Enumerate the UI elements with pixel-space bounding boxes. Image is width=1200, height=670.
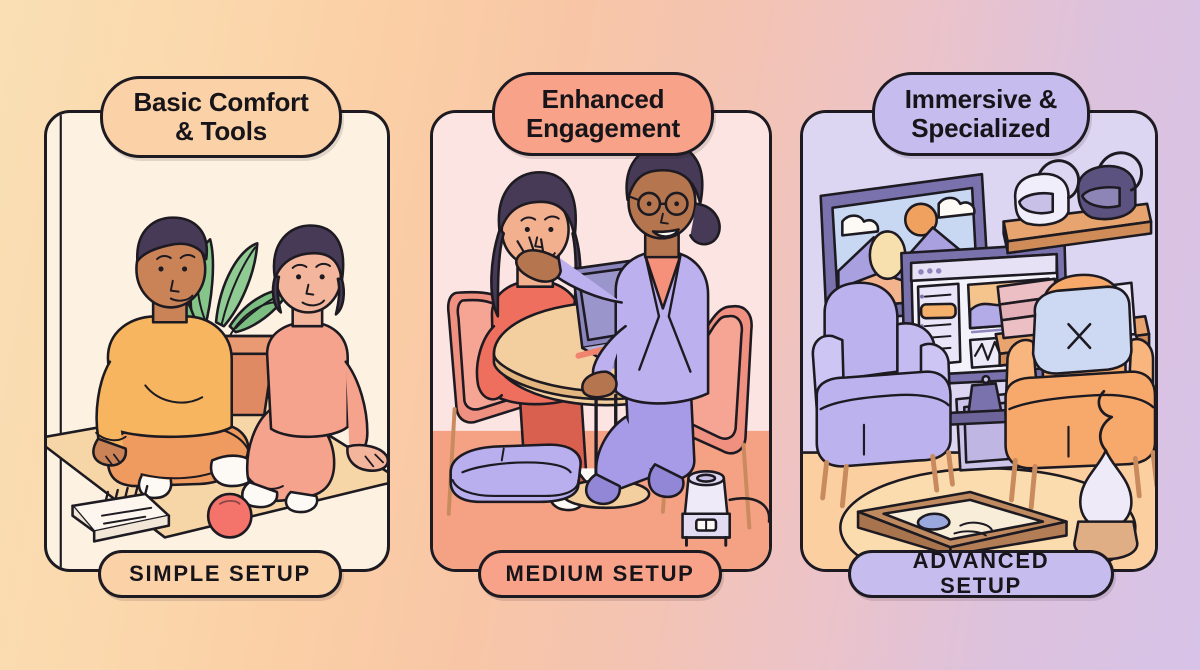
scene-immersive-specialized — [803, 113, 1155, 569]
badge-advanced-header-text: Immersive & Specialized — [904, 83, 1058, 143]
vr-headset-dark — [1076, 151, 1143, 221]
aroma-diffuser — [1073, 389, 1139, 561]
sand-tray — [856, 490, 1068, 557]
person-seated-right — [241, 224, 387, 514]
scene-enhanced-engagement — [433, 113, 769, 569]
therapist-gesturing — [515, 143, 753, 530]
badge-advanced-header: Immersive & Specialized — [872, 72, 1090, 156]
spiral-notebook — [71, 484, 171, 543]
badge-medium-header: Enhanced Engagement — [492, 72, 714, 156]
panel-advanced-setup — [800, 110, 1158, 572]
badge-medium-line2: Engagement — [525, 113, 681, 143]
white-diffuser — [681, 470, 769, 547]
badge-advanced-line2: Specialized — [911, 113, 1051, 143]
badge-advanced-footer: ADVANCED SETUP — [848, 549, 1114, 598]
badge-simple-header: Basic Comfort & Tools — [100, 76, 342, 158]
panel-medium-setup — [430, 110, 772, 572]
badge-medium-line1: Enhanced — [541, 83, 665, 114]
folded-weighted-blanket — [449, 443, 582, 504]
scene-basic-comfort — [47, 113, 387, 569]
orange-armchair — [1004, 273, 1155, 511]
badge-simple-line2: & Tools — [174, 116, 267, 146]
badge-advanced-line1: Immersive & — [904, 83, 1058, 114]
badge-simple-footer: SIMPLE SETUP — [98, 550, 342, 598]
panel-simple-setup — [44, 110, 390, 572]
person-seated-left — [92, 216, 258, 500]
badge-simple-header-text: Basic Comfort & Tools — [133, 86, 309, 146]
badge-medium-header-text: Enhanced Engagement — [525, 83, 681, 143]
badge-medium-footer: MEDIUM SETUP — [478, 550, 722, 598]
vr-headset-white — [1013, 159, 1081, 227]
lavender-armchair — [811, 281, 955, 509]
badge-simple-line1: Basic Comfort — [133, 86, 309, 117]
stress-ball — [206, 492, 253, 539]
